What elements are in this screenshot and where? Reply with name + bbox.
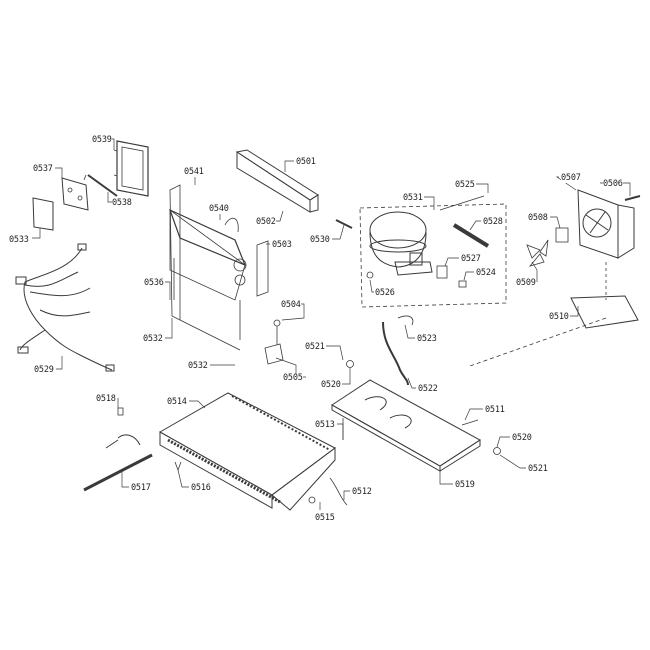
screw-part (461, 419, 479, 426)
part-label-0524: 0524 (476, 268, 496, 278)
air-duct-part (235, 149, 319, 213)
part-label-0502: 0502 (256, 217, 276, 227)
part-label-0539: 0539 (92, 135, 112, 145)
part-label-0506: 0506 (603, 179, 623, 189)
guide-line (469, 317, 607, 367)
nut-part (493, 447, 501, 455)
base-plate-part (331, 379, 481, 472)
screw-part (335, 219, 353, 229)
drain-tube-part (329, 477, 348, 506)
wire-harness-part (15, 243, 115, 372)
discharge-pipe-part (382, 321, 409, 386)
part-label-0521: 0521 (528, 464, 548, 474)
part-label-0532: 0532 (188, 361, 208, 371)
part-label-0536: 0536 (144, 278, 164, 288)
part-label-0511: 0511 (485, 405, 505, 415)
compressor-part (369, 211, 433, 276)
fan-bracket-part (570, 295, 639, 329)
condenser-part (158, 392, 336, 511)
part-label-0529: 0529 (34, 365, 54, 375)
part-label-0509: 0509 (516, 278, 536, 288)
heater-part (83, 434, 153, 492)
fan-blade-part (526, 239, 549, 267)
part-label-0526: 0526 (375, 288, 395, 298)
nut-part (346, 360, 354, 368)
part-label-0532: 0532 (143, 334, 163, 344)
relay-part (436, 265, 448, 279)
part-label-0505: 0505 (283, 373, 303, 383)
part-label-0514: 0514 (167, 397, 187, 407)
part-label-0507: 0507 (561, 173, 581, 183)
part-label-0538: 0538 (112, 198, 132, 208)
fan-motor-part (555, 227, 569, 243)
screw-part (117, 407, 124, 416)
filter-drier-part (452, 223, 490, 248)
grommet-part (308, 496, 316, 504)
fan-shroud-part (577, 189, 635, 259)
part-label-0523: 0523 (417, 334, 437, 344)
part-label-0531: 0531 (403, 193, 423, 203)
leader-lines (32, 138, 631, 510)
overload-part (458, 280, 467, 288)
bracket-part (256, 240, 269, 297)
part-label-0540: 0540 (209, 204, 229, 214)
part-label-0504: 0504 (281, 300, 301, 310)
rod-part (87, 174, 118, 197)
part-label-0515: 0515 (315, 513, 335, 523)
cover-part (32, 197, 54, 231)
part-label-0519: 0519 (455, 480, 475, 490)
part-label-0533: 0533 (9, 235, 29, 245)
part-label-0541: 0541 (184, 167, 204, 177)
part-label-0528: 0528 (483, 217, 503, 227)
control-housing-part (113, 140, 149, 197)
part-label-0516: 0516 (191, 483, 211, 493)
part-label-0525: 0525 (455, 180, 475, 190)
sensor-clip-part (264, 319, 284, 365)
part-label-0521: 0521 (305, 342, 325, 352)
part-label-0517: 0517 (131, 483, 151, 493)
part-label-0513: 0513 (315, 420, 335, 430)
part-label-0510: 0510 (549, 312, 569, 322)
part-label-0522: 0522 (418, 384, 438, 394)
compressor-kit-outline (359, 203, 507, 308)
pipe-part (439, 195, 485, 211)
grommet-part (366, 271, 374, 279)
clip-part (174, 461, 182, 472)
part-label-0512: 0512 (352, 487, 372, 497)
part-label-0527: 0527 (461, 254, 481, 264)
part-label-0520: 0520 (512, 433, 532, 443)
part-label-0518: 0518 (96, 394, 116, 404)
part-label-0520: 0520 (321, 380, 341, 390)
part-label-0503: 0503 (272, 240, 292, 250)
wire-part (397, 315, 414, 326)
part-label-0501: 0501 (296, 157, 316, 167)
part-label-0508: 0508 (528, 213, 548, 223)
screw-part (624, 195, 641, 201)
part-label-0530: 0530 (310, 235, 330, 245)
control-board-part (61, 174, 89, 211)
evaporator-assembly-part (168, 184, 247, 351)
part-label-0537: 0537 (33, 164, 53, 174)
